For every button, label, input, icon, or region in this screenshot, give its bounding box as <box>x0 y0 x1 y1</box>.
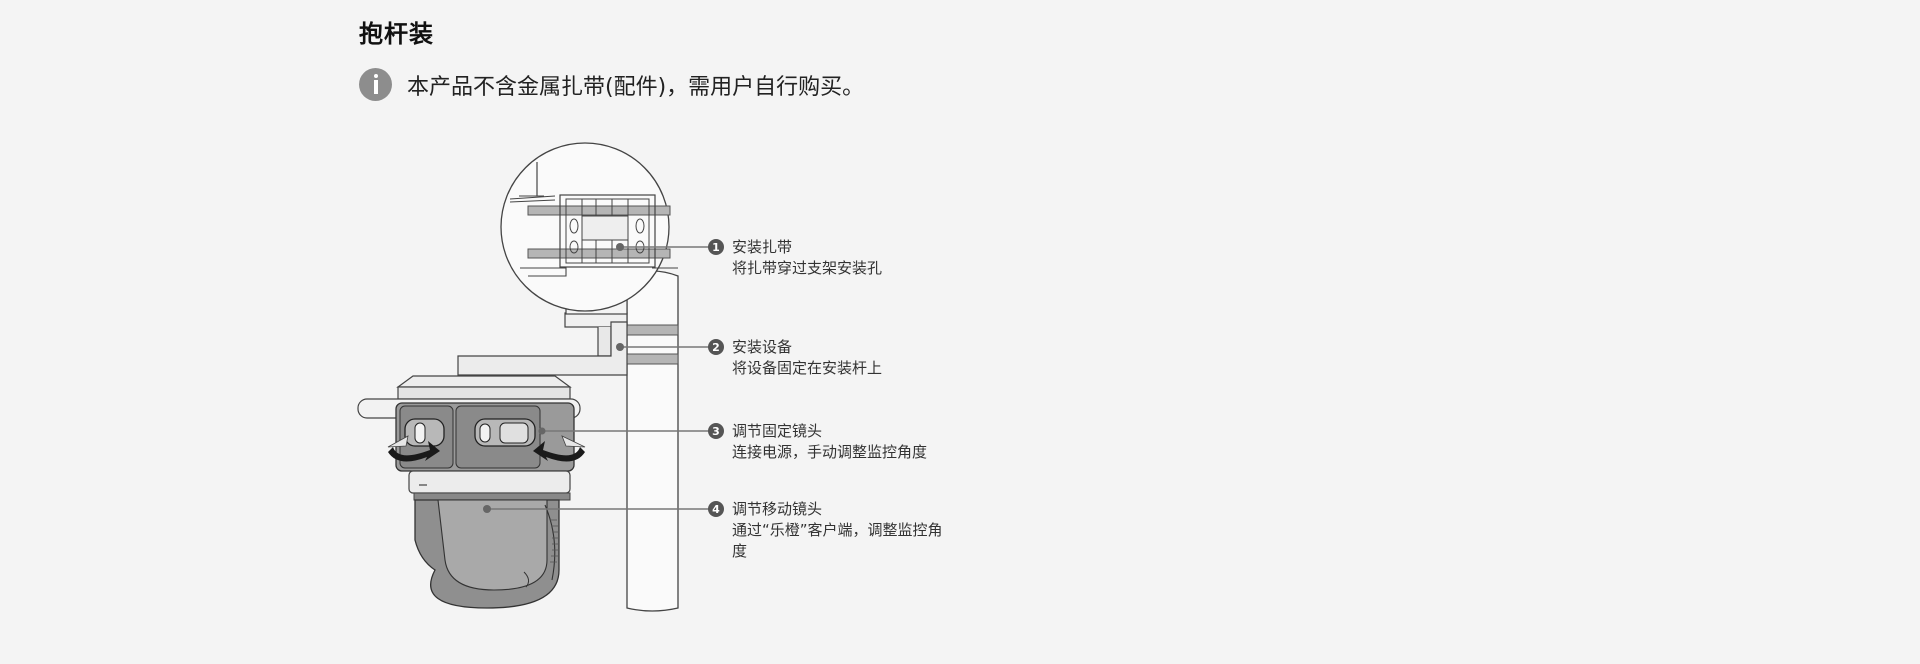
ptz-dome <box>414 499 560 609</box>
svg-text:2: 2 <box>712 341 720 354</box>
callout-1-desc: 将扎带穿过支架安装孔 <box>732 259 883 277</box>
callout-3-desc: 连接电源，手动调整监控角度 <box>732 443 928 461</box>
section-title: 抱杆装 <box>359 20 434 48</box>
camera-body <box>357 375 581 501</box>
marker-1: 1 <box>708 239 724 255</box>
anchor-dots <box>483 243 624 513</box>
notice-text: 本产品不含金属扎带(配件)，需用户自行购买。 <box>407 74 865 100</box>
detail-magnifier <box>500 142 678 312</box>
svg-text:4: 4 <box>712 503 720 516</box>
rotation-arrows <box>387 435 586 462</box>
callout-markers: 1 2 3 4 <box>708 239 724 517</box>
callout-3: 调节固定镜头 连接电源，手动调整监控角度 <box>732 421 947 463</box>
callout-3-title: 调节固定镜头 <box>732 422 823 440</box>
svg-text:3: 3 <box>712 425 720 438</box>
callout-1-title: 安装扎带 <box>732 238 793 256</box>
callout-4-desc: 通过“乐橙”客户端，调整监控角度 <box>732 521 943 560</box>
info-icon <box>359 68 392 101</box>
notice: 本产品不含金属扎带(配件)，需用户自行购买。 <box>359 68 864 101</box>
callout-4: 调节移动镜头 通过“乐橙”客户端，调整监控角度 <box>732 499 947 562</box>
marker-3: 3 <box>708 423 724 439</box>
callout-2: 安装设备 将设备固定在安装杆上 <box>732 337 947 379</box>
mounting-pole <box>626 270 679 612</box>
marker-4: 4 <box>708 501 724 517</box>
callout-2-title: 安装设备 <box>732 338 793 356</box>
marker-2: 2 <box>708 339 724 355</box>
callout-4-title: 调节移动镜头 <box>732 500 823 518</box>
callout-1: 安装扎带 将扎带穿过支架安装孔 <box>732 237 947 279</box>
callout-2-desc: 将设备固定在安装杆上 <box>732 359 883 377</box>
leader-lines <box>487 246 710 510</box>
svg-text:1: 1 <box>712 241 720 254</box>
